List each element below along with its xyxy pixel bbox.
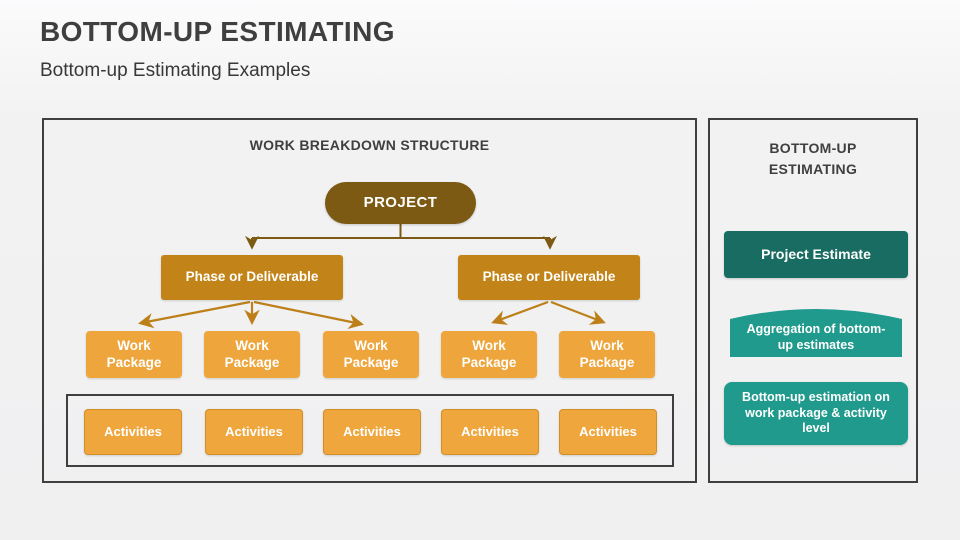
estimating-heading: BOTTOM-UP ESTIMATING (768, 140, 858, 177)
slide-title: BOTTOM-UP ESTIMATING (40, 16, 395, 47)
activities-node-5: Activities (559, 409, 657, 455)
wave-shape (730, 309, 902, 357)
aggregation-label: Aggregation of bottom-up estimates (746, 322, 886, 353)
aggregation-box: Aggregation of bottom-up estimates (730, 305, 902, 357)
work-package-node-4: Work Package (441, 331, 537, 378)
work-package-node-2: Work Package (204, 331, 300, 378)
work-package-node-3: Work Package (323, 331, 419, 378)
phase-node-1: Phase or Deliverable (161, 255, 343, 300)
project-node: PROJECT (325, 182, 476, 224)
activities-node-3: Activities (323, 409, 421, 455)
activities-node-1: Activities (84, 409, 182, 455)
slide-subtitle: Bottom-up Estimating Examples (40, 60, 311, 81)
bottom-up-estimation-box: Bottom-up estimation on work package & a… (724, 382, 908, 445)
activities-container: Activities Activities Activities Activit… (66, 394, 674, 467)
estimating-panel: BOTTOM-UP ESTIMATING Project Estimate Ag… (708, 118, 918, 483)
activities-node-2: Activities (205, 409, 303, 455)
wbs-heading: WORK BREAKDOWN STRUCTURE (249, 137, 490, 153)
wbs-panel: WORK BREAKDOWN STRUCTURE PROJECT Phase o… (42, 118, 697, 483)
phase-node-2: Phase or Deliverable (458, 255, 640, 300)
work-package-node-5: Work Package (559, 331, 655, 378)
wbs-connector-lines (137, 224, 606, 330)
project-estimate-box: Project Estimate (724, 231, 908, 278)
activities-node-4: Activities (441, 409, 539, 455)
work-package-node-1: Work Package (86, 331, 182, 378)
